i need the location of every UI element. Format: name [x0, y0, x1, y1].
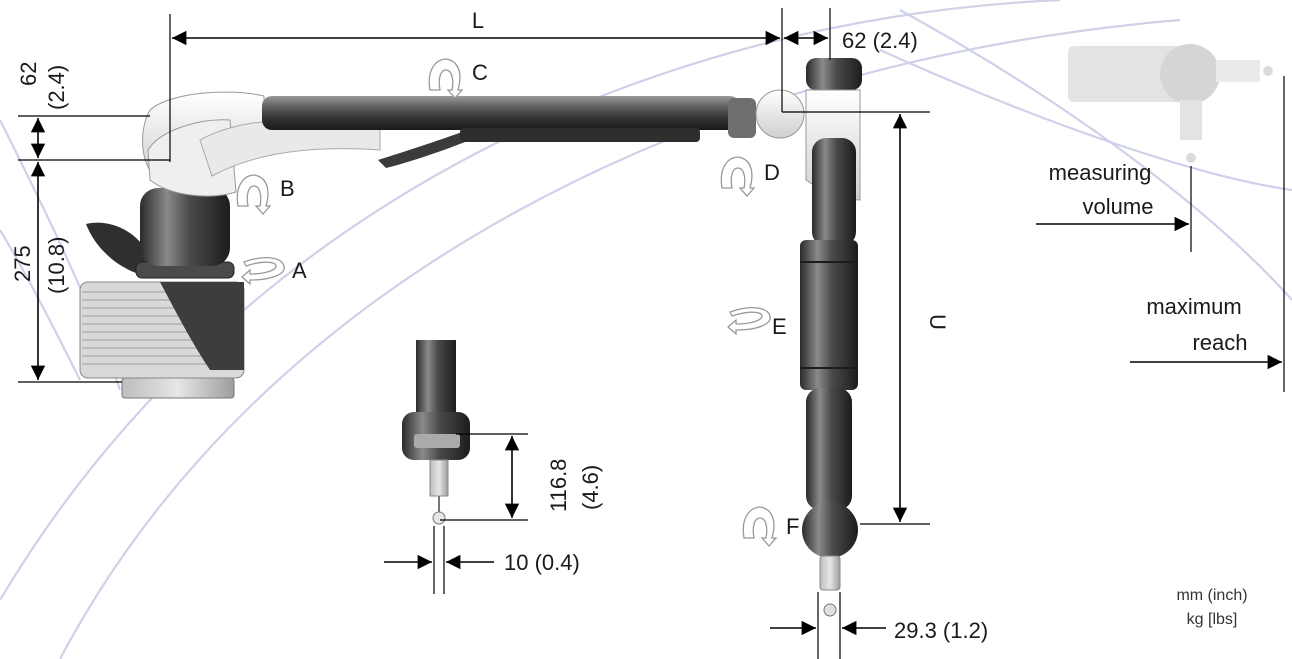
rotation-a-icon — [241, 256, 285, 286]
label-u: U — [925, 314, 950, 330]
rotation-c-icon — [428, 58, 464, 99]
axis-label-e: E — [772, 314, 787, 339]
arm-shoulder — [140, 91, 381, 266]
legend-reach: reach — [1192, 330, 1247, 355]
axis-label-b: B — [280, 176, 295, 201]
dimension-lines — [18, 8, 1285, 659]
labels: L 62 (2.4) 62 (2.4) 275 (10.8) U 116.8 (… — [10, 8, 1248, 643]
rotation-symbols — [236, 58, 778, 547]
axis-label-d: D — [764, 160, 780, 185]
units-kg-lbs: kg [lbs] — [1187, 611, 1238, 628]
label-probe-diameter: 10 (0.4) — [504, 550, 580, 575]
label-l: L — [472, 8, 484, 33]
arm-horizontal-tube — [262, 96, 756, 168]
label-top-offset: 62 (2.4) — [842, 28, 918, 53]
label-base-height-mm: 275 — [10, 245, 35, 282]
label-left-offset-mm: 62 — [16, 62, 41, 86]
label-base-height-in: (10.8) — [44, 237, 69, 294]
rotation-d-icon — [720, 156, 756, 197]
legend-volume: volume — [1083, 194, 1154, 219]
label-left-offset-in: (2.4) — [44, 65, 69, 110]
label-tip-diameter: 29.3 (1.2) — [894, 618, 988, 643]
rotation-b-icon — [236, 174, 272, 215]
units-mm-inch: mm (inch) — [1176, 587, 1247, 604]
label-probe-height-mm: 116.8 — [546, 459, 571, 512]
arm-vertical-segment — [755, 58, 862, 617]
arm-base — [79, 222, 245, 399]
legend-maximum: maximum — [1146, 294, 1241, 319]
label-probe-height-in: (4.6) — [578, 465, 603, 510]
probe-detail — [402, 340, 470, 525]
axis-label-a: A — [292, 258, 307, 283]
measuring-volume-icon — [1068, 44, 1273, 163]
rotation-f-icon — [742, 506, 778, 547]
axis-label-f: F — [786, 514, 799, 539]
axis-label-c: C — [472, 60, 488, 85]
rotation-e-icon — [727, 306, 771, 336]
legend-measuring: measuring — [1049, 160, 1152, 185]
